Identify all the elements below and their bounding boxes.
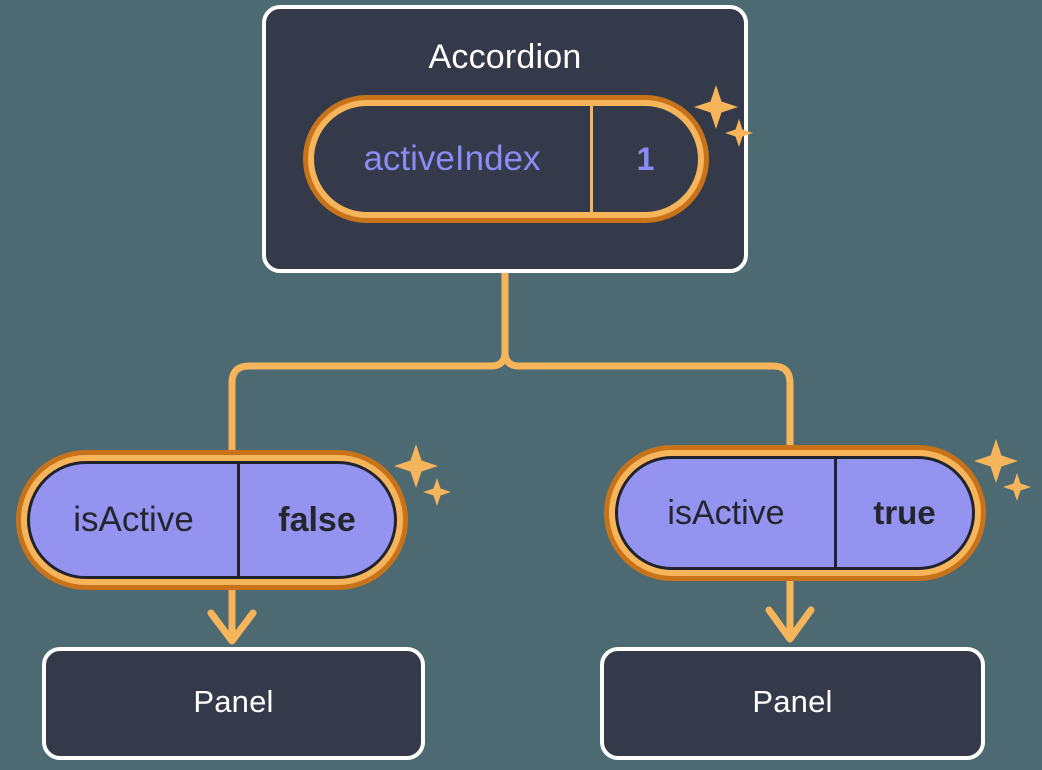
sparkle-large-icon [394, 444, 438, 488]
pill-ring-inner: isActive false [21, 455, 403, 585]
panel-title-left: Panel [193, 684, 274, 719]
state-key-isactive-right: isActive [618, 459, 837, 567]
state-value-activeindex: 1 [636, 140, 655, 177]
state-pill-isactive-true[interactable]: isActive true [604, 445, 986, 581]
state-pill-isactive-false[interactable]: isActive false [16, 450, 408, 590]
pill-ring-inner: activeIndex 1 [308, 100, 704, 218]
state-value-isactive-left: false [278, 500, 356, 539]
arrow-head-right [765, 606, 815, 643]
accordion-title: Accordion [428, 38, 582, 76]
pill-core: isActive true [615, 456, 975, 570]
panel-title-right: Panel [752, 684, 833, 719]
sparkle-large-icon [974, 439, 1018, 483]
state-key-isactive-left: isActive [30, 464, 240, 576]
state-pill-activeindex[interactable]: activeIndex 1 [303, 95, 709, 223]
pill-core: isActive false [27, 461, 397, 579]
sparkle-small-icon [423, 478, 451, 506]
arrow-head-left [207, 609, 257, 645]
connector-root-to-right-branch [501, 269, 794, 459]
state-value-isactive-right: true [873, 494, 936, 531]
state-key-activeindex: activeIndex [314, 106, 593, 212]
pill-ring-inner: isActive true [609, 450, 981, 576]
connector-root-to-left-branch [228, 269, 509, 464]
sparkle-small-icon [1003, 473, 1031, 501]
panel-component-right[interactable]: Panel [600, 647, 985, 760]
pill-core: activeIndex 1 [314, 106, 698, 212]
panel-component-left[interactable]: Panel [42, 647, 425, 760]
